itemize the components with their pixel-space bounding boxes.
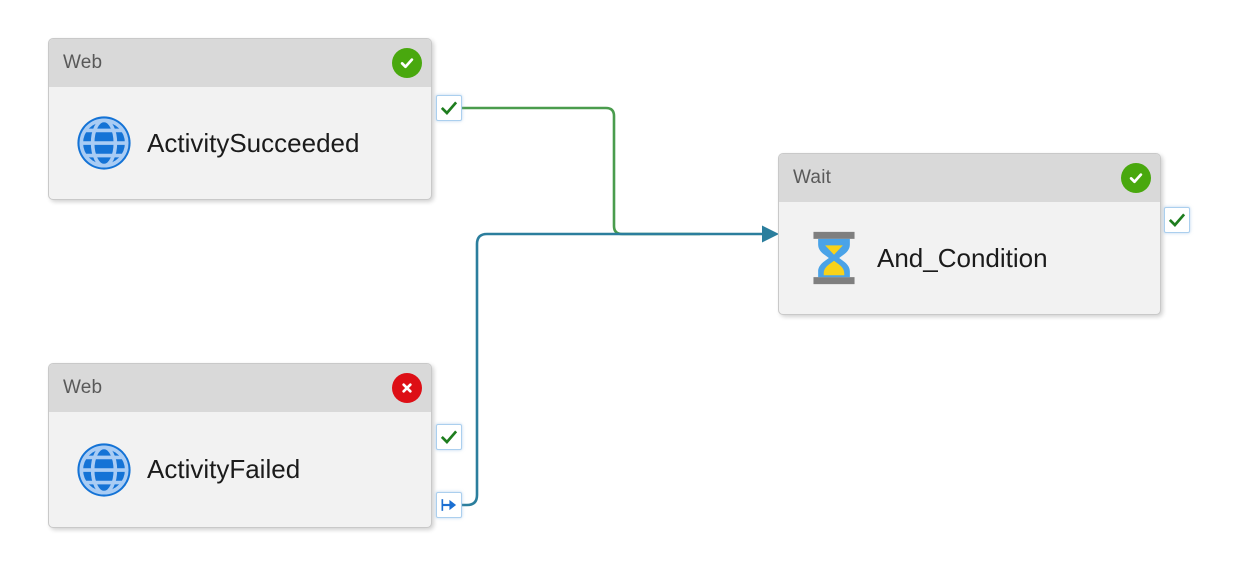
activity-name: ActivityFailed bbox=[147, 454, 301, 484]
activity-name: And_Condition bbox=[877, 242, 1048, 273]
hourglass-icon bbox=[805, 229, 863, 287]
node-type-label: Web bbox=[63, 377, 103, 398]
port-success-activityfailed[interactable] bbox=[436, 424, 462, 450]
connector-arrowhead-icon bbox=[762, 225, 779, 243]
activity-node-andcondition[interactable]: Wait And_Condition bbox=[778, 153, 1161, 315]
check-icon bbox=[1168, 213, 1186, 227]
node-body: ActivitySucceeded bbox=[49, 87, 431, 199]
activity-node-activitysucceeded[interactable]: Web Activit bbox=[48, 38, 432, 200]
node-header: Web bbox=[49, 39, 431, 87]
node-body: ActivityFailed bbox=[49, 412, 431, 527]
globe-icon bbox=[75, 114, 133, 172]
activity-node-activityfailed[interactable]: Web Activit bbox=[48, 363, 432, 528]
status-badge-failed bbox=[392, 373, 422, 403]
node-type-label: Wait bbox=[793, 167, 832, 188]
status-badge-succeeded bbox=[1121, 163, 1151, 193]
node-type-label: Web bbox=[63, 52, 103, 73]
node-header: Web bbox=[49, 364, 431, 412]
node-body: And_Condition bbox=[779, 202, 1160, 314]
port-completion-activityfailed[interactable] bbox=[436, 492, 462, 518]
completion-arrow-icon bbox=[441, 499, 457, 511]
check-icon bbox=[440, 430, 458, 444]
connector-completion-link[interactable] bbox=[459, 232, 763, 507]
check-icon bbox=[440, 101, 458, 115]
globe-icon bbox=[75, 441, 133, 499]
connector-success-link[interactable] bbox=[462, 106, 700, 236]
check-icon bbox=[400, 58, 414, 69]
node-header: Wait bbox=[779, 154, 1160, 202]
activity-name: ActivitySucceeded bbox=[147, 127, 360, 158]
check-icon bbox=[1129, 173, 1143, 184]
port-success-activitysucceeded[interactable] bbox=[436, 95, 462, 121]
port-success-andcondition[interactable] bbox=[1164, 207, 1190, 233]
x-icon bbox=[402, 383, 412, 393]
status-badge-succeeded bbox=[392, 48, 422, 78]
